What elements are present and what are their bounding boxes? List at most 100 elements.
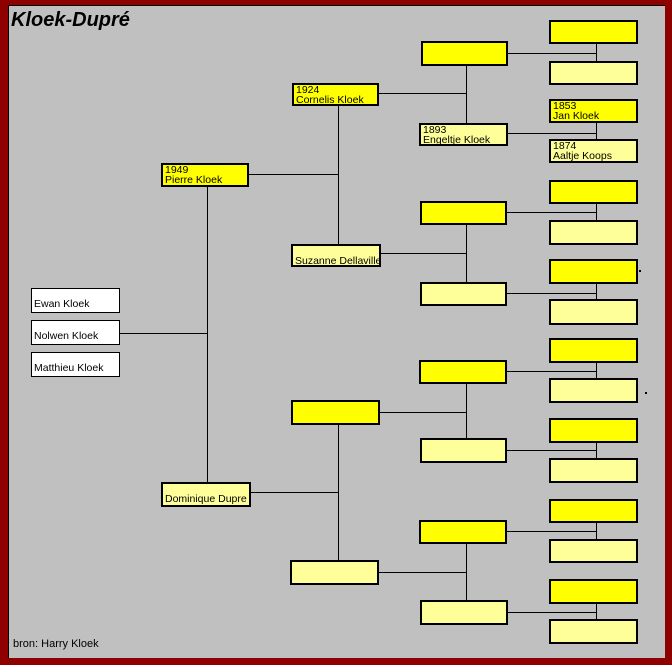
person-name: Matthieu Kloek <box>34 362 104 374</box>
person-name <box>421 532 505 542</box>
person-name <box>292 572 377 582</box>
person-box-dominique-dupre[interactable]: Dominique Dupre <box>161 482 251 507</box>
person-year <box>422 440 505 450</box>
person-name: Suzanne Dellaville <box>295 255 381 267</box>
person-box-ancestor-c4-5[interactable] <box>549 180 638 204</box>
person-box-ancestor-c4-11[interactable] <box>549 418 638 443</box>
person-year <box>551 420 636 430</box>
person-year: 1874 <box>553 140 577 152</box>
person-name <box>551 350 636 360</box>
person-year <box>551 380 636 390</box>
connector-line-h-8 <box>508 133 596 134</box>
connector-line-v-29 <box>596 604 597 619</box>
person-name: Cornelis Kloek <box>296 94 364 106</box>
connector-line-h-3 <box>379 93 466 94</box>
chart-title: Kloek-Dupré <box>11 9 130 31</box>
person-box-ancestor-c3-8[interactable] <box>420 600 508 625</box>
person-box-ancestor-c3-3[interactable] <box>420 201 507 225</box>
connector-line-h-14 <box>508 612 596 613</box>
person-name <box>422 213 505 223</box>
person-year <box>423 43 506 53</box>
person-name <box>551 430 636 440</box>
person-box-ancestor-c2-father-dupre[interactable] <box>291 400 380 425</box>
person-year: 1924 <box>296 84 320 96</box>
person-year <box>422 284 505 294</box>
connector-line-v-25 <box>596 284 597 299</box>
person-box-ancestor-c4-13[interactable] <box>549 499 638 523</box>
person-box-ancestor-c4-12[interactable] <box>549 458 638 483</box>
person-name <box>551 631 636 641</box>
person-year <box>421 522 505 532</box>
person-year <box>551 340 636 350</box>
person-box-ancestor-c3-7[interactable] <box>419 520 507 544</box>
person-name: Pierre Kloek <box>165 174 223 186</box>
person-name <box>293 412 378 422</box>
person-name <box>423 53 506 63</box>
person-box-ancestor-c4-10[interactable] <box>549 378 638 403</box>
connector-line-v-19 <box>466 225 467 282</box>
connector-line-h-6 <box>379 572 466 573</box>
person-name <box>422 612 506 622</box>
connector-line-v-23 <box>596 123 597 139</box>
person-name: Engeltje Kloek <box>423 134 491 146</box>
person-box-ancestor-c4-9[interactable] <box>549 338 638 363</box>
person-name <box>551 551 636 561</box>
connector-line-h-1 <box>249 174 338 175</box>
connector-line-v-16 <box>338 106 339 244</box>
person-box-ancestor-c3-4[interactable] <box>420 282 507 306</box>
person-name: Nolwen Kloek <box>34 330 99 342</box>
person-name: Jan Kloek <box>553 110 600 122</box>
person-box-ancestor-c2-mother-dupre[interactable] <box>290 560 379 585</box>
person-box-ancestor-c4-7[interactable] <box>549 259 638 284</box>
connector-line-v-20 <box>466 384 467 438</box>
person-year <box>551 63 636 73</box>
person-box-ancestor-c3-5[interactable] <box>419 360 507 384</box>
person-year: 1853 <box>553 100 577 112</box>
person-year <box>421 362 505 372</box>
person-box-ancestor-c4-8[interactable] <box>549 299 638 325</box>
person-box-ancestor-c4-1[interactable] <box>549 20 638 44</box>
person-name: Dominique Dupre <box>165 493 247 505</box>
person-name <box>551 470 636 480</box>
person-year <box>551 581 636 591</box>
person-name <box>421 372 505 382</box>
person-box-ancestor-c4-16[interactable] <box>549 619 638 644</box>
person-name <box>551 271 636 281</box>
person-box-ancestor-c4-6[interactable] <box>549 220 638 245</box>
person-box-ewan-kloek[interactable]: Ewan Kloek <box>31 288 120 313</box>
person-year <box>551 460 636 470</box>
person-name: Ewan Kloek <box>34 298 90 310</box>
person-box-matthieu-kloek[interactable]: Matthieu Kloek <box>31 352 120 377</box>
connector-line-h-12 <box>507 450 596 451</box>
person-box-ancestor-c3-6[interactable] <box>420 438 507 463</box>
connector-line-h-11 <box>507 371 596 372</box>
person-name <box>551 32 636 42</box>
connector-line-h-0 <box>120 333 207 334</box>
connector-line-v-27 <box>596 443 597 458</box>
person-box-ancestor-c3-1[interactable] <box>421 41 508 66</box>
person-box-ancestor-c4-15[interactable] <box>549 579 638 604</box>
person-year <box>292 562 377 572</box>
connector-line-h-9 <box>507 212 596 213</box>
person-year <box>551 261 636 271</box>
person-box-nolwen-kloek[interactable]: Nolwen Kloek <box>31 320 120 345</box>
person-box-ancestor-c4-2[interactable] <box>549 61 638 85</box>
person-name <box>551 591 636 601</box>
connector-line-v-15 <box>207 187 208 482</box>
person-name <box>551 390 636 400</box>
stray-dot-0 <box>639 270 641 272</box>
stray-dot-1 <box>645 392 647 394</box>
person-box-ancestor-c4-14[interactable] <box>549 539 638 563</box>
person-name <box>551 311 636 321</box>
person-name: Aaltje Koops <box>553 150 612 162</box>
person-box-suzanne-dellaville[interactable]: Suzanne Dellaville <box>291 244 381 267</box>
person-year <box>551 541 636 551</box>
connector-line-h-7 <box>508 53 596 54</box>
